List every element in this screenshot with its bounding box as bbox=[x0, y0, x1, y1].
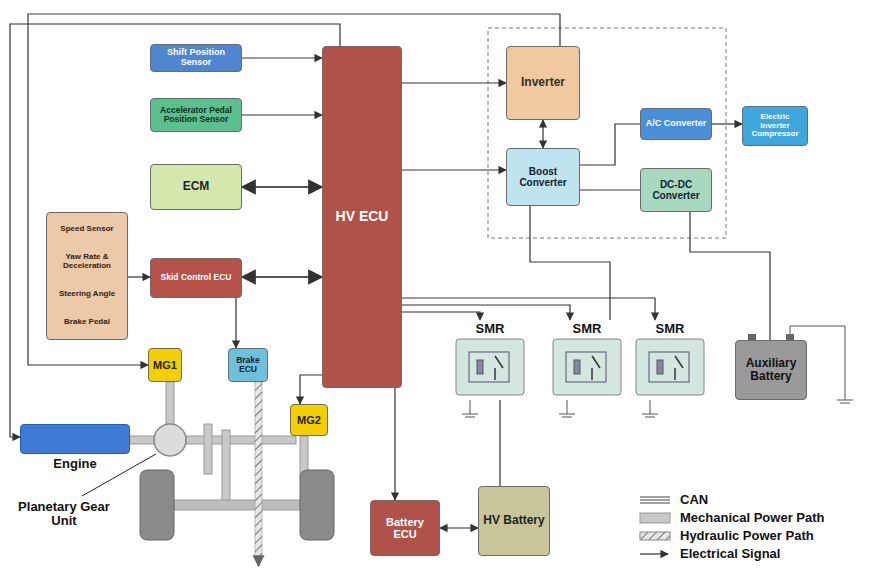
sensor-box: Shift Position Sensor bbox=[150, 44, 242, 72]
connector bbox=[402, 305, 570, 320]
node-text: Shift Position Sensor bbox=[154, 48, 238, 68]
part-label: Planetary Gear Unit bbox=[14, 500, 114, 529]
node-text: Auxiliary Battery bbox=[739, 357, 803, 383]
battery-box: HV Battery bbox=[478, 486, 550, 556]
node-text: ECM bbox=[183, 180, 210, 193]
converter-box: Boost Converter bbox=[506, 148, 580, 206]
node-text: A/C Converter bbox=[646, 119, 707, 129]
ecu-box: ECM bbox=[150, 164, 242, 210]
battery-box: Auxiliary Battery bbox=[735, 340, 807, 400]
connector bbox=[542, 120, 543, 148]
relay-symbol bbox=[455, 338, 525, 398]
connector bbox=[402, 298, 655, 320]
connector bbox=[242, 186, 322, 188]
connector bbox=[128, 276, 150, 277]
node-text: Steering Angle bbox=[59, 290, 115, 299]
engine-bar bbox=[20, 424, 130, 454]
node-text: DC-DC Converter bbox=[644, 179, 708, 201]
connector bbox=[394, 388, 395, 500]
wheel bbox=[300, 470, 334, 540]
connector bbox=[300, 375, 322, 404]
node-text: Engine bbox=[53, 457, 96, 471]
sensor-group-box: Speed SensorYaw Rate & DecelerationSteer… bbox=[46, 212, 128, 340]
node-text: MG2 bbox=[297, 414, 321, 426]
connector bbox=[580, 189, 640, 190]
node-text: Speed Sensor bbox=[60, 225, 113, 234]
connector bbox=[402, 82, 506, 83]
can-sample bbox=[640, 503, 670, 504]
ecu-box: HV ECU bbox=[322, 46, 402, 388]
node-text: Boost Converter bbox=[510, 166, 576, 188]
compressor-box: Electric Inverter Compressor bbox=[742, 106, 808, 146]
connector bbox=[580, 124, 640, 165]
sensor-box: Accelerator Pedal Position Sensor bbox=[150, 98, 242, 132]
node-text: Electric Inverter Compressor bbox=[746, 113, 804, 139]
node-text: Brake ECU bbox=[232, 356, 264, 375]
can-sample bbox=[640, 497, 670, 498]
connector bbox=[530, 206, 610, 320]
converter-box: DC-DC Converter bbox=[640, 168, 712, 212]
planetary-gear bbox=[154, 424, 186, 456]
node-text: Skid Control ECU bbox=[161, 273, 232, 282]
relay-symbol bbox=[635, 338, 705, 398]
node-text: MG1 bbox=[153, 359, 177, 371]
can-sample bbox=[640, 500, 670, 501]
motor-generator: MG2 bbox=[290, 404, 328, 436]
connector bbox=[402, 312, 480, 320]
hydraulic-sample bbox=[640, 532, 670, 540]
mechanical-sample bbox=[640, 513, 670, 523]
node-text: Battery ECU bbox=[374, 516, 436, 540]
connector bbox=[440, 527, 478, 528]
relay-box: SMR bbox=[635, 320, 705, 400]
engine-block: Engine bbox=[20, 422, 130, 474]
node-text: SMR bbox=[656, 322, 685, 336]
relay-box: SMR bbox=[455, 320, 525, 400]
connector bbox=[402, 169, 506, 170]
node-text: HV ECU bbox=[336, 209, 389, 224]
connector bbox=[28, 14, 560, 365]
ecu-box: Brake ECU bbox=[228, 348, 268, 382]
connector bbox=[10, 24, 340, 437]
connector bbox=[242, 114, 322, 115]
node-text: Yaw Rate & Deceleration bbox=[50, 253, 124, 271]
converter-box: A/C Converter bbox=[640, 108, 712, 140]
legend-text: Hydraulic Power Path bbox=[680, 528, 814, 544]
connector bbox=[499, 400, 500, 486]
legend-text: Mechanical Power Path bbox=[680, 510, 825, 526]
drivetrain bbox=[130, 382, 334, 566]
signal-sample bbox=[640, 553, 668, 554]
legend-text: CAN bbox=[680, 492, 708, 508]
motor-generator: MG1 bbox=[148, 348, 182, 382]
connector bbox=[712, 123, 742, 124]
wheel bbox=[140, 470, 174, 540]
node-text: SMR bbox=[476, 322, 505, 336]
ecu-box: Skid Control ECU bbox=[150, 258, 242, 298]
connector bbox=[235, 298, 236, 348]
node-text: Brake Pedal bbox=[64, 318, 110, 327]
node-text: Inverter bbox=[521, 76, 565, 89]
ecu-box: Battery ECU bbox=[370, 500, 440, 556]
connector bbox=[690, 212, 770, 340]
converter-housing bbox=[488, 28, 726, 238]
connector bbox=[242, 57, 322, 58]
node-text: Accelerator Pedal Position Sensor bbox=[154, 106, 238, 125]
legend-text: Electrical Signal bbox=[680, 546, 780, 562]
legend-samples bbox=[640, 497, 670, 554]
relay-box: SMR bbox=[552, 320, 622, 400]
inverter-box: Inverter bbox=[506, 46, 580, 120]
connector bbox=[242, 276, 322, 278]
node-text: HV Battery bbox=[483, 514, 544, 527]
relay-symbol bbox=[552, 338, 622, 398]
node-text: SMR bbox=[573, 322, 602, 336]
